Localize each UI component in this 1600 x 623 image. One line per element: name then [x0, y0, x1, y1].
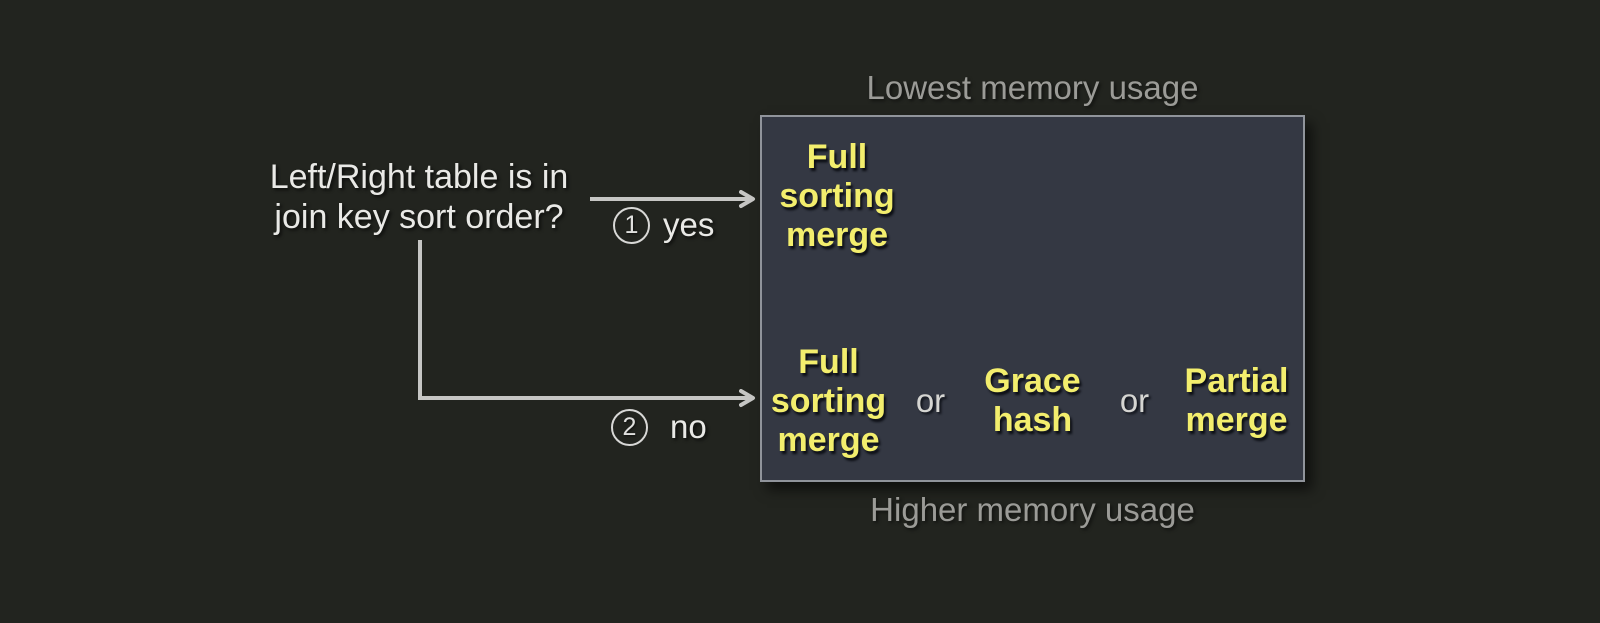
lowest-memory-caption: Lowest memory usage [866, 69, 1199, 106]
no-label: no [670, 408, 707, 445]
strategy-full-sorting-merge-sorted: Full sorting merge [779, 138, 895, 254]
circled-number-2-icon: 2 [611, 408, 648, 446]
branch-label-no: 2 no [611, 408, 707, 446]
question-text: Left/Right table is in join key sort ord… [269, 158, 569, 236]
strategy-partial-merge: Partial merge [1184, 362, 1289, 439]
no-arrow [418, 240, 755, 407]
yes-label: yes [663, 206, 715, 243]
strategy-box: Full sorting merge Full sorting merge or… [760, 115, 1305, 482]
strategy-grace-hash: Grace hash [984, 362, 1081, 439]
branch-label-yes: 1 yes [613, 206, 714, 244]
higher-memory-caption: Higher memory usage [870, 491, 1195, 528]
or-separator: or [1119, 382, 1150, 419]
circled-number-1-icon: 1 [613, 206, 650, 244]
sorted-strategies-row: Full sorting merge [762, 138, 912, 255]
strategy-full-sorting-merge-unsorted: Full sorting merge [770, 342, 887, 459]
unsorted-strategies-row: Full sorting merge or Grace hash or Part… [762, 341, 1303, 461]
or-separator: or [915, 382, 946, 419]
